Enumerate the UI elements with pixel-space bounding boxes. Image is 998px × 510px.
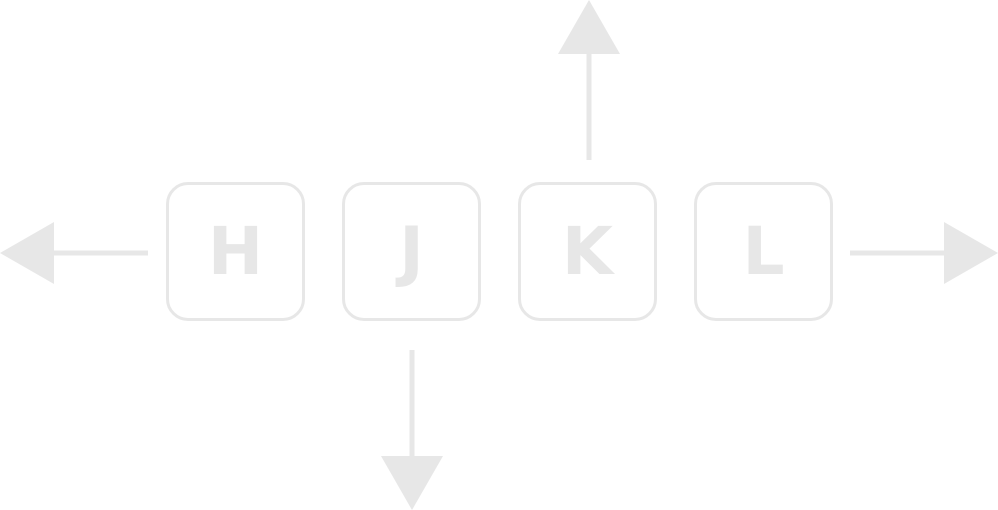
key-l: L bbox=[694, 182, 833, 321]
key-h-label: H bbox=[207, 212, 264, 290]
key-l-label: L bbox=[742, 212, 785, 290]
key-j-label: J bbox=[399, 212, 424, 290]
arrow-up-icon bbox=[558, 0, 620, 160]
key-j: J bbox=[342, 182, 481, 321]
arrow-left-icon bbox=[0, 222, 148, 284]
key-h: H bbox=[166, 182, 305, 321]
key-k-label: K bbox=[561, 212, 614, 290]
arrow-right-icon bbox=[850, 222, 998, 284]
arrow-down-icon bbox=[381, 350, 443, 510]
key-k: K bbox=[518, 182, 657, 321]
